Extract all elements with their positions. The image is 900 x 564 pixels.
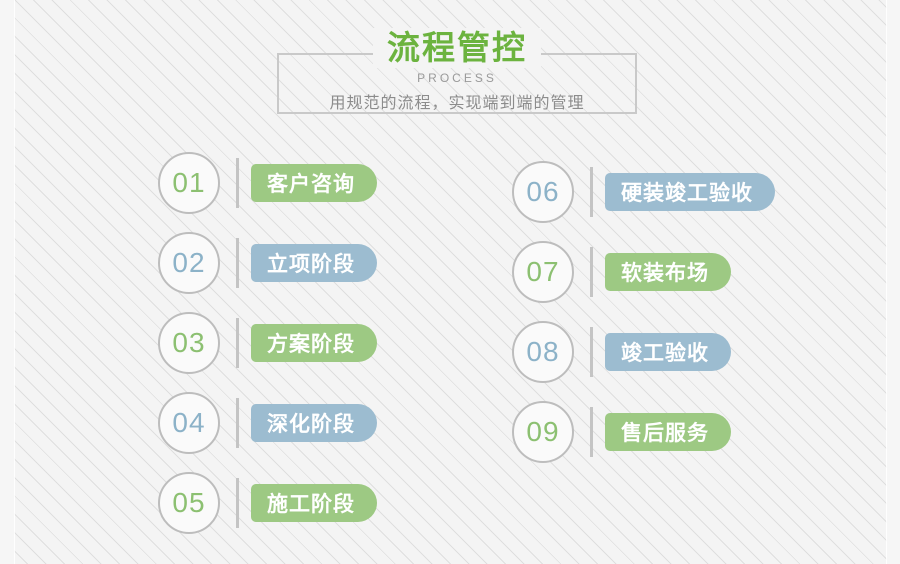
page-subtitle: PROCESS xyxy=(417,71,497,85)
step-label-pill: 施工阶段 xyxy=(251,484,377,522)
process-step-02: 02 立项阶段 xyxy=(158,223,377,303)
step-label-pill: 竣工验收 xyxy=(605,333,731,371)
step-divider xyxy=(590,327,593,377)
step-number-badge: 05 xyxy=(158,472,220,534)
process-column-right: 06 硬装竣工验收 07 软装布场 08 竣工验收 09 售后服务 xyxy=(512,152,775,472)
step-divider xyxy=(236,398,239,448)
step-divider xyxy=(236,158,239,208)
process-step-08: 08 竣工验收 xyxy=(512,312,775,392)
page-tagline: 用规范的流程，实现端到端的管理 xyxy=(329,93,585,112)
process-step-04: 04 深化阶段 xyxy=(158,383,377,463)
step-divider xyxy=(236,478,239,528)
step-label-pill: 硬装竣工验收 xyxy=(605,173,775,211)
step-label-pill: 方案阶段 xyxy=(251,324,377,362)
step-label-pill: 售后服务 xyxy=(605,413,731,451)
step-divider xyxy=(590,167,593,217)
step-number-badge: 09 xyxy=(512,401,574,463)
step-number-badge: 04 xyxy=(158,392,220,454)
step-number-badge: 06 xyxy=(512,161,574,223)
step-number-badge: 03 xyxy=(158,312,220,374)
process-step-06: 06 硬装竣工验收 xyxy=(512,152,775,232)
right-edge-panel xyxy=(887,0,900,564)
title-container: 流程管控 xyxy=(279,28,635,68)
process-step-01: 01 客户咨询 xyxy=(158,143,377,223)
left-edge-rule xyxy=(14,0,15,564)
right-edge-rule xyxy=(886,0,887,564)
step-divider xyxy=(590,247,593,297)
process-step-09: 09 售后服务 xyxy=(512,392,775,472)
step-label-pill: 软装布场 xyxy=(605,253,731,291)
process-step-07: 07 软装布场 xyxy=(512,232,775,312)
step-label-pill: 深化阶段 xyxy=(251,404,377,442)
step-divider xyxy=(236,238,239,288)
left-edge-panel xyxy=(0,0,14,564)
page-title: 流程管控 xyxy=(373,28,541,68)
step-number-badge: 02 xyxy=(158,232,220,294)
step-label-pill: 立项阶段 xyxy=(251,244,377,282)
step-divider xyxy=(590,407,593,457)
step-label-pill: 客户咨询 xyxy=(251,164,377,202)
process-step-03: 03 方案阶段 xyxy=(158,303,377,383)
process-step-05: 05 施工阶段 xyxy=(158,463,377,543)
header-box: 流程管控 PROCESS 用规范的流程，实现端到端的管理 xyxy=(277,28,637,114)
step-number-badge: 01 xyxy=(158,152,220,214)
process-column-left: 01 客户咨询 02 立项阶段 03 方案阶段 04 深化阶段 05 施工阶段 xyxy=(158,143,377,543)
step-divider xyxy=(236,318,239,368)
step-number-badge: 07 xyxy=(512,241,574,303)
step-number-badge: 08 xyxy=(512,321,574,383)
